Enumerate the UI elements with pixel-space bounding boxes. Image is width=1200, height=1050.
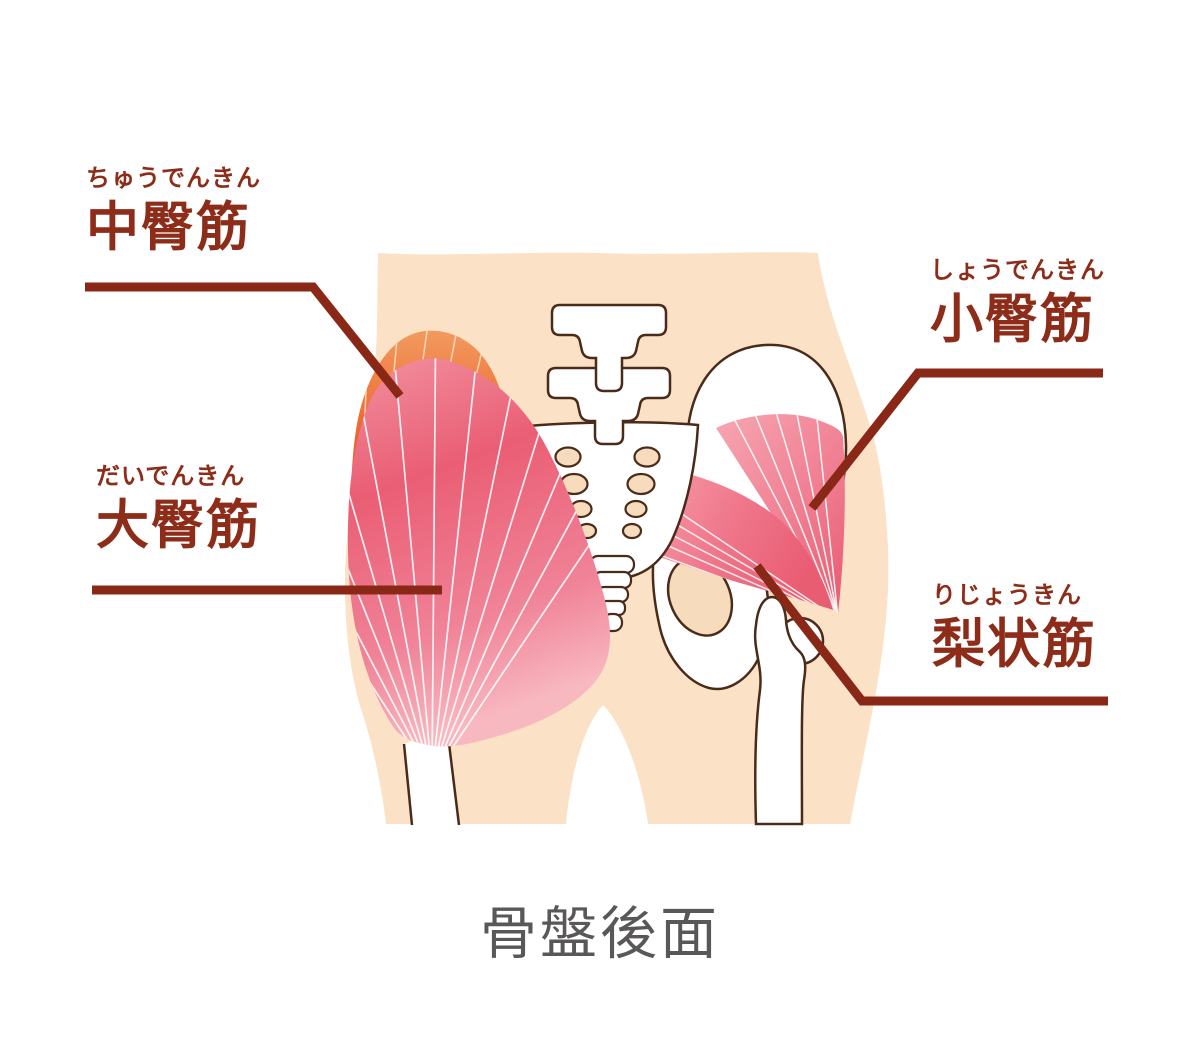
- lumbar-vertebra-2: [546, 366, 672, 446]
- kanji-gluteus-medius: 中臀筋: [86, 197, 251, 257]
- leader-line-gluteus-minimus: [808, 368, 1103, 511]
- label-gluteus-medius: ちゅうでんきん 中臀筋: [86, 165, 261, 257]
- furigana-gluteus-maximus: だいでんきん: [96, 463, 246, 490]
- furigana-piriformis: りじょうきん: [932, 582, 1082, 609]
- leader-line-gluteus-medius: [85, 282, 404, 399]
- label-piriformis: りじょうきん 梨状筋: [932, 582, 1097, 674]
- kanji-piriformis: 梨状筋: [932, 614, 1097, 674]
- kanji-gluteus-maximus: 大臀筋: [96, 495, 261, 555]
- label-gluteus-maximus: だいでんきん 大臀筋: [96, 463, 261, 555]
- furigana-gluteus-minimus: しょうでんきん: [930, 257, 1105, 284]
- leader-line-piriformis: [753, 563, 1108, 706]
- lumbar-vertebra-1: [550, 303, 668, 393]
- kanji-gluteus-minimus: 小臀筋: [930, 289, 1095, 349]
- furigana-gluteus-medius: ちゅうでんきん: [86, 165, 261, 192]
- figure-title: 骨盤後面: [480, 902, 720, 966]
- label-gluteus-minimus: しょうでんきん 小臀筋: [930, 257, 1105, 349]
